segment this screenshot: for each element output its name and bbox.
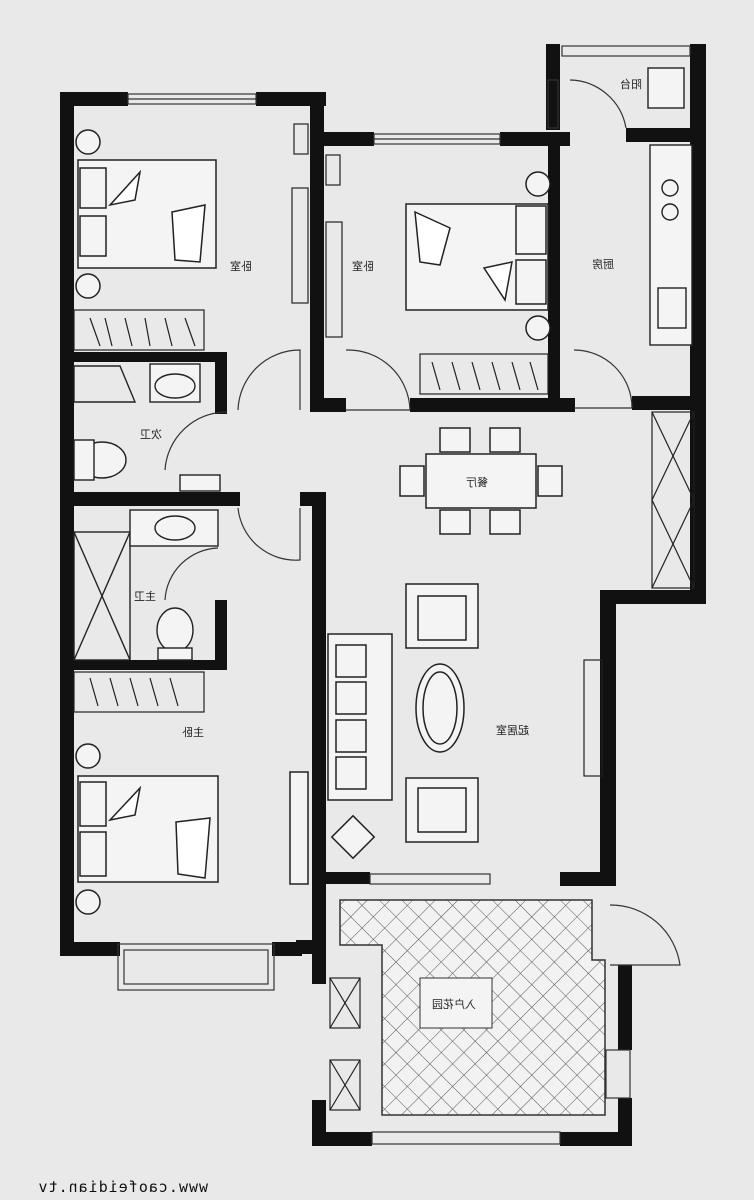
storage-cabinet: [651, 411, 695, 589]
armchairs: [405, 583, 479, 843]
tv-cabinet: [583, 659, 603, 777]
sofa: [327, 633, 393, 801]
room-label-bedroom-3: 卧室: [352, 259, 374, 273]
door-swings: [164, 79, 681, 966]
dining-set: [399, 427, 563, 535]
bed-top-left: [75, 129, 217, 299]
coffee-table: [330, 663, 465, 860]
wardrobe-master: [73, 671, 205, 713]
room-label-kitchen: 厨房: [592, 258, 614, 271]
room-label-bedroom-2: 卧室: [230, 259, 252, 273]
watermark: www.caofeidian.tv: [37, 1178, 208, 1196]
room-label-balcony: 阳台: [620, 77, 642, 91]
master-bath-fixtures: [73, 509, 219, 661]
room-label-guest-bath: 次卫: [140, 427, 162, 441]
kitchen-counter: [647, 67, 693, 346]
room-label-master-bath: 主卫: [134, 590, 156, 603]
bed-master: [75, 743, 309, 915]
desks: [291, 123, 343, 338]
wardrobe-top-left: [73, 309, 205, 351]
room-label-master-bedroom: 主卧: [182, 726, 204, 739]
wardrobe-top-middle: [419, 353, 549, 395]
bed-top-middle: [405, 171, 551, 341]
room-label-entry-garden: 入户花园: [432, 997, 476, 1011]
entry-cabinets: [329, 977, 361, 1111]
room-label-dining: 餐厅: [466, 475, 488, 489]
windows: [117, 45, 691, 1145]
room-label-living: 起居室: [496, 723, 529, 737]
entry-garden-label-box: [419, 977, 493, 1029]
guest-bath-fixtures: [73, 363, 221, 492]
